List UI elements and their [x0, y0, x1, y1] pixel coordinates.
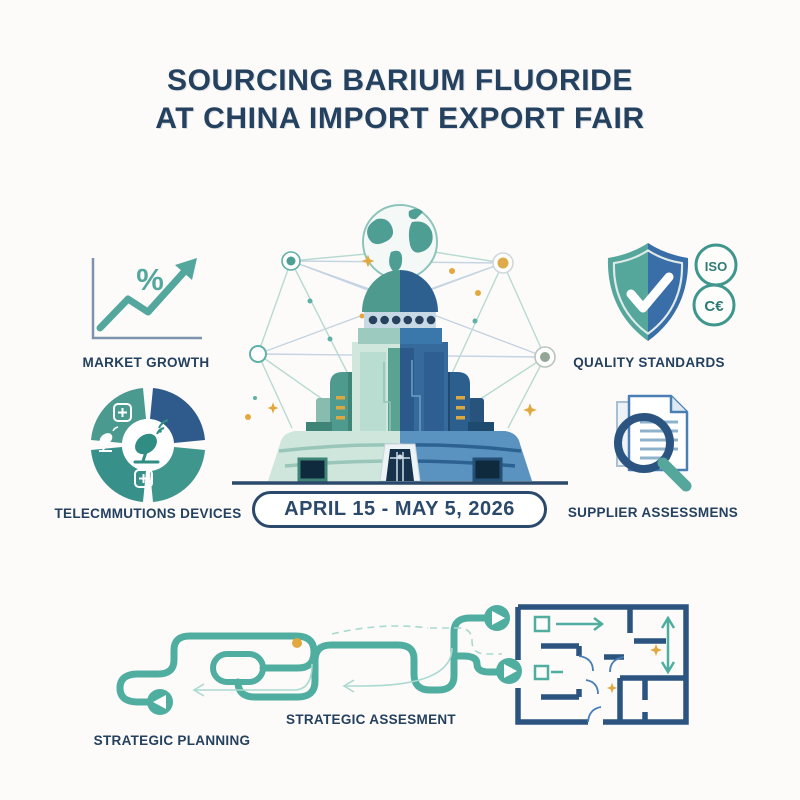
strategic-assessment-label: STRATEGIC ASSESMENT	[286, 712, 456, 727]
document-magnifier-icon	[614, 394, 692, 492]
sparkle-decorations	[245, 254, 537, 420]
page-title: SOURCING BARIUM FLUORIDE AT CHINA IMPORT…	[0, 62, 800, 138]
roadmap-path	[116, 605, 522, 715]
percent-symbol: %	[136, 262, 164, 297]
arrow-node-right-mid	[496, 658, 522, 684]
network-nodes	[249, 251, 556, 368]
plan-annotations	[533, 615, 676, 681]
milestone-dot	[292, 638, 302, 648]
title-line-1: SOURCING BARIUM FLUORIDE	[166, 64, 634, 97]
magnifier-lens	[614, 413, 674, 473]
satellite-dish-icon	[99, 426, 119, 452]
medical-plus-icon	[113, 403, 132, 422]
supplier-assessments-label: SUPPLIER ASSESSMENS	[567, 505, 739, 520]
shield-icon	[607, 243, 689, 341]
ce-badge: C€	[692, 283, 736, 327]
strategic-planning-label: STRATEGIC PLANNING	[93, 733, 251, 748]
ce-badge-label: C€	[704, 298, 724, 315]
door-arcs	[578, 655, 625, 723]
satellite-dish-center-icon	[133, 419, 169, 464]
magnifier-handle	[657, 457, 692, 492]
market-growth-icon: %	[91, 258, 202, 340]
building-illustration	[232, 270, 568, 485]
arrow-node-left	[147, 689, 173, 715]
telecom-pie-icon	[91, 388, 205, 502]
arrow-node-right-top	[484, 605, 510, 631]
market-growth-label: MARKET GROWTH	[82, 355, 210, 370]
quality-standards-label: QUALITY STANDARDS	[573, 355, 725, 370]
iso-badge-label: ISO	[705, 259, 727, 274]
telecom-devices-label: TELECMMUTIONS DEVICES	[54, 506, 242, 521]
event-date-text: APRIL 15 - MAY 5, 2026	[284, 498, 515, 520]
floor-plan	[515, 604, 689, 725]
title-line-2: AT CHINA IMPORT EXPORT FAIR	[155, 102, 645, 135]
event-date-banner: APRIL 15 - MAY 5, 2026	[252, 491, 547, 528]
medical-plus-icon	[134, 469, 153, 488]
iso-badge: ISO	[694, 243, 738, 287]
